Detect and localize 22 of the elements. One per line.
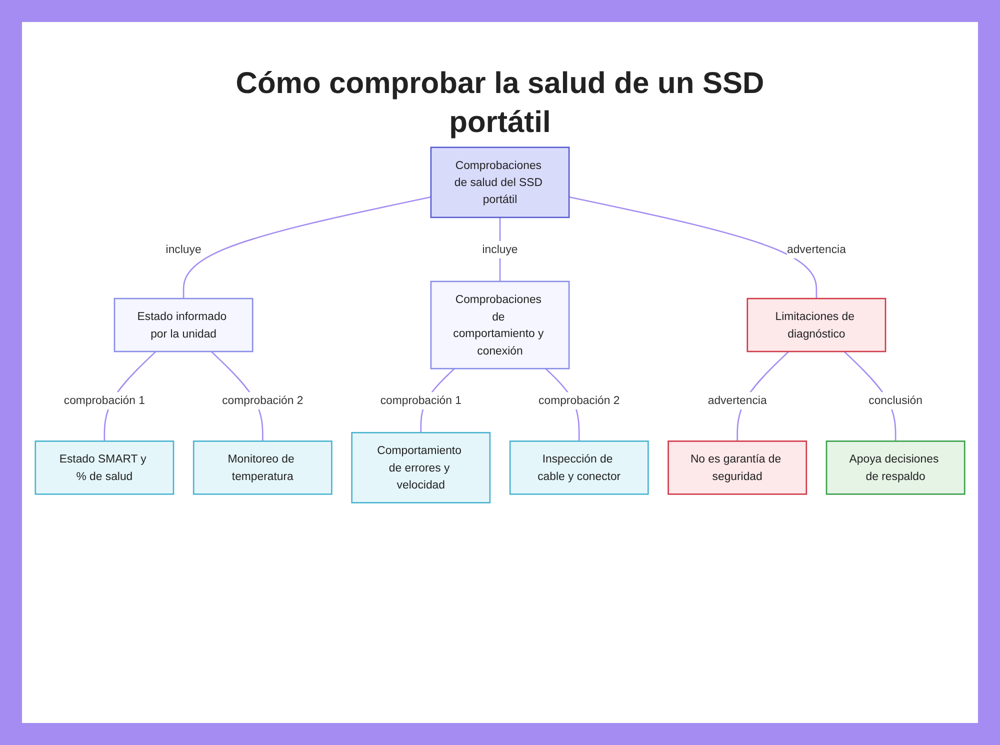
edge-label: advertencia bbox=[708, 394, 767, 407]
edge-label: comprobación 2 bbox=[222, 394, 304, 407]
edge-label: comprobación 2 bbox=[538, 394, 620, 407]
node-box: Apoya decisiones de respaldo bbox=[826, 440, 966, 495]
node-box: Comprobaciones de comportamiento y conexión bbox=[430, 280, 570, 370]
diagram-title: Cómo comprobar la salud de un SSD portátil bbox=[234, 66, 766, 141]
edge-label: comprobación 1 bbox=[380, 394, 462, 407]
edge-label: advertencia bbox=[786, 242, 846, 256]
node-box: Estado informado por la unidad bbox=[114, 298, 254, 352]
node-box: Monitoreo de temperatura bbox=[192, 440, 332, 495]
edge-label: incluye bbox=[482, 242, 518, 256]
edge-label: comprobación 1 bbox=[64, 394, 145, 407]
node-box: Comprobaciones de salud del SSD portátil bbox=[430, 146, 570, 218]
edge-label: conclusión bbox=[868, 394, 922, 407]
connector bbox=[568, 196, 818, 299]
edge-label: incluye bbox=[166, 242, 202, 256]
node-box: Limitaciones de diagnóstico bbox=[746, 298, 886, 352]
node-box: Inspección de cable y conector bbox=[509, 440, 649, 495]
connector bbox=[182, 196, 432, 299]
node-box: Estado SMART y % de salud bbox=[34, 440, 174, 495]
node-box: No es garantía de seguridad bbox=[668, 440, 808, 495]
node-box: Comportamiento de errores y velocidad bbox=[351, 432, 491, 504]
